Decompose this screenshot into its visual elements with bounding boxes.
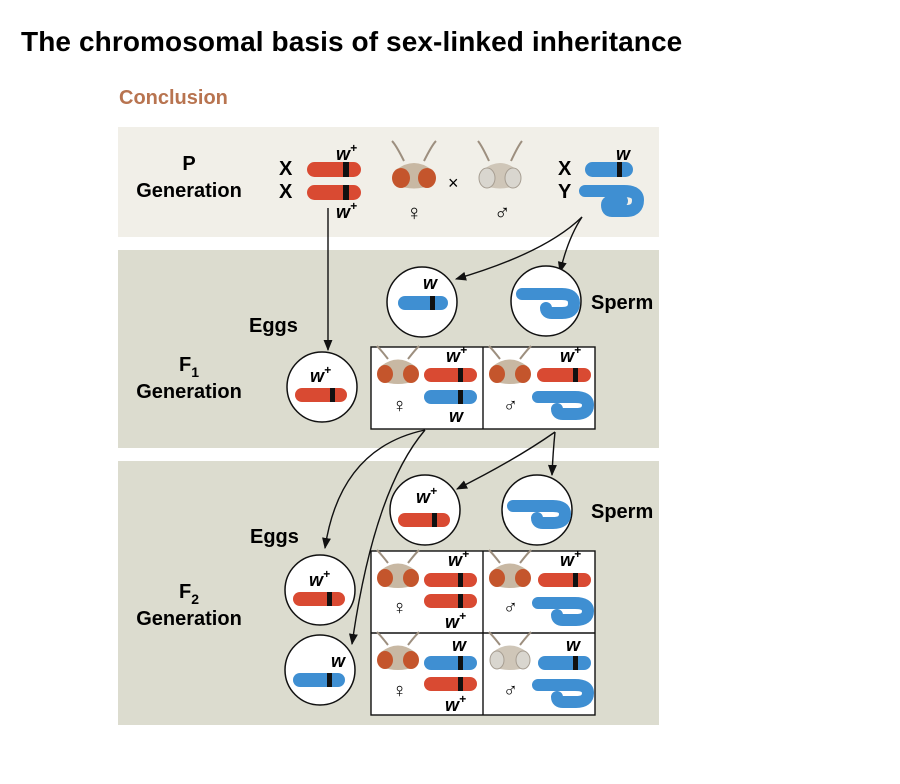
f2-label: F2 — [179, 581, 199, 607]
x-chromosome-label: X — [279, 181, 293, 203]
f2-egg-x-mutant: w — [284, 634, 356, 706]
generation-label: Generation — [136, 608, 242, 630]
f1-sperm-x-mutant: w — [386, 266, 458, 338]
wild-type-x-chromosome — [424, 368, 477, 382]
y-chromosome — [532, 597, 595, 626]
wild-type-x-chromosome — [307, 162, 361, 177]
wild-type-x-chromosome — [537, 368, 591, 382]
f2-egg-x-wild: w+ — [284, 554, 356, 626]
wild-type-x-chromosome — [424, 677, 477, 691]
fly-red-eyed-icon — [391, 140, 437, 189]
page-title: The chromosomal basis of sex-linked inhe… — [21, 26, 683, 57]
female-symbol: ♀ — [406, 200, 423, 225]
f2-offspring-grid: ♀ w+ w+ ♂ w+ ♀ w w+ ♂ — [370, 547, 596, 716]
female-symbol: ♀ — [392, 597, 407, 619]
p-generation-label: P Generation — [136, 153, 242, 202]
wild-type-x-chromosome — [307, 185, 361, 200]
allele-label: w+ — [416, 484, 437, 507]
allele-label: w — [449, 406, 464, 426]
y-chromosome — [532, 391, 595, 420]
mutant-x-chromosome — [538, 656, 591, 670]
allele-label: w+ — [336, 141, 357, 164]
wild-type-x-chromosome — [538, 573, 591, 587]
eggs-label-f2: Eggs — [250, 526, 299, 548]
fly-red-eyed-icon — [488, 549, 532, 588]
allele-label: w+ — [560, 547, 581, 570]
p-female-parent: X X w+ w+ — [279, 141, 361, 222]
allele-label: w+ — [336, 199, 357, 222]
f2-sperm-y — [501, 474, 573, 546]
mutant-x-chromosome — [585, 162, 633, 177]
f1-label: F1 — [179, 354, 199, 380]
cross-symbol: × — [448, 173, 459, 193]
allele-label: w — [331, 651, 346, 671]
wild-type-x-chromosome — [424, 594, 477, 608]
section-label: Conclusion — [119, 87, 228, 109]
allele-label: w+ — [445, 692, 466, 715]
male-symbol: ♂ — [503, 680, 518, 702]
female-symbol: ♀ — [392, 680, 407, 702]
allele-label: w+ — [448, 547, 469, 570]
eggs-labels: Eggs Eggs — [249, 315, 299, 548]
allele-label: w — [616, 144, 631, 164]
male-symbol: ♂ — [503, 395, 518, 417]
eggs-label-f1: Eggs — [249, 315, 298, 337]
allele-label: w — [423, 273, 438, 293]
allele-label: w+ — [309, 567, 330, 590]
f2-sperm-x-wild: w+ — [389, 474, 461, 546]
x-chromosome-label: X — [558, 158, 572, 180]
fly-white-eyed-icon — [477, 140, 523, 189]
fly-red-eyed-icon — [376, 549, 420, 588]
sperm-labels: Sperm Sperm — [591, 292, 653, 523]
generation-label: Generation — [136, 180, 242, 202]
f1-egg-x-wild: w+ — [286, 351, 358, 423]
mutant-x-chromosome — [424, 656, 477, 670]
fly-red-eyed-icon — [376, 345, 420, 384]
allele-label: w+ — [445, 609, 466, 632]
y-chromosome — [532, 679, 595, 708]
f2-generation-label: F2 Generation — [136, 581, 242, 630]
band-p-generation — [118, 127, 659, 237]
wild-type-x-chromosome — [424, 573, 477, 587]
fly-red-eyed-icon — [376, 631, 420, 670]
fly-red-eyed-icon — [488, 345, 532, 384]
f1-sperm-y — [510, 265, 582, 337]
allele-label: w — [566, 635, 581, 655]
sperm-label-f1: Sperm — [591, 292, 653, 314]
f1-offspring-grid: ♀ w+ w ♂ w+ — [370, 343, 596, 430]
fly-white-eyed-icon — [488, 631, 532, 670]
arrows-f1-to-f2 — [322, 429, 557, 646]
male-symbol: ♂ — [503, 597, 518, 619]
sperm-label-f2: Sperm — [591, 501, 653, 523]
p-male-parent: X Y w — [558, 144, 645, 217]
arrows-p-to-f1 — [323, 208, 583, 352]
mutant-x-chromosome — [424, 390, 477, 404]
x-chromosome-label: X — [279, 158, 293, 180]
allele-label: w+ — [310, 363, 331, 386]
y-chromosome — [579, 185, 645, 217]
generation-label: Generation — [136, 381, 242, 403]
allele-label: w — [452, 635, 467, 655]
y-chromosome-label: Y — [558, 181, 572, 203]
f1-generation-label: F1 Generation — [136, 354, 242, 403]
p-label: P — [182, 153, 195, 175]
allele-label: w+ — [446, 343, 467, 366]
female-symbol: ♀ — [392, 395, 407, 417]
allele-label: w+ — [560, 343, 581, 366]
male-symbol: ♂ — [494, 200, 511, 225]
